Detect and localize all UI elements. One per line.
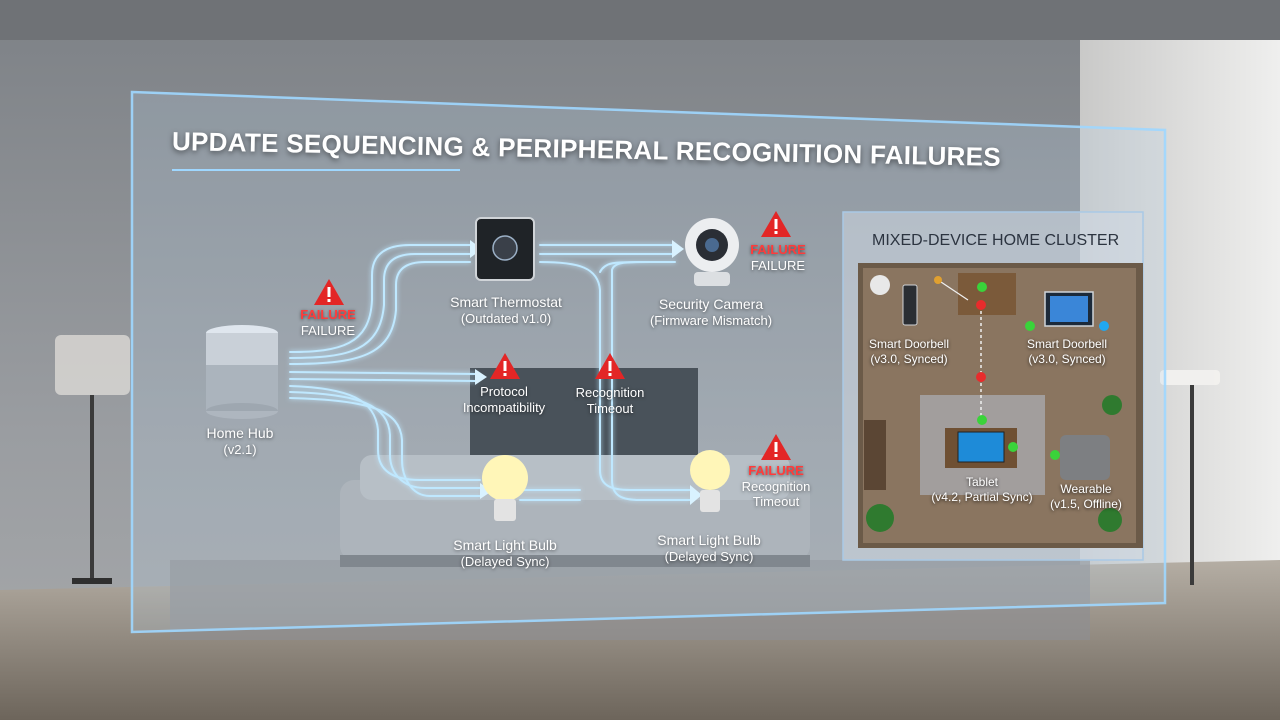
alert-line: Timeout bbox=[752, 494, 800, 510]
device-status: (v3.0, Synced) bbox=[870, 352, 948, 366]
device-name: Smart Doorbell bbox=[1026, 337, 1108, 351]
hub-failure-alert: FAILURE FAILURE bbox=[292, 307, 364, 338]
recognition-timeout-alert: Recognition Timeout bbox=[562, 385, 658, 416]
failure-label: FAILURE bbox=[300, 322, 356, 338]
failure-label: FAILURE bbox=[300, 307, 356, 322]
bulb-left-label: Smart Light Bulb (Delayed Sync) bbox=[438, 537, 572, 569]
tablet-label: Tablet (v4.2, Partial Sync) bbox=[922, 475, 1042, 505]
alert-line: Recognition bbox=[741, 478, 811, 494]
device-name: Tablet bbox=[965, 475, 999, 489]
device-name: Smart Light Bulb bbox=[453, 537, 557, 553]
protocol-alert: Protocol Incompatibility bbox=[452, 384, 556, 415]
warning-icon bbox=[595, 353, 625, 379]
device-name: Smart Thermostat bbox=[450, 294, 562, 310]
device-status: (Outdated v1.0) bbox=[460, 310, 552, 326]
device-status: (Firmware Mismatch) bbox=[649, 312, 773, 328]
camera-label: Security Camera (Firmware Mismatch) bbox=[636, 296, 786, 328]
device-status: (Delayed Sync) bbox=[664, 548, 754, 564]
device-name: Smart Doorbell bbox=[868, 337, 950, 351]
device-name: Smart Light Bulb bbox=[657, 532, 761, 548]
warning-icon bbox=[761, 434, 791, 460]
device-status: (Delayed Sync) bbox=[460, 553, 550, 569]
thermostat-label: Smart Thermostat (Outdated v1.0) bbox=[432, 294, 580, 326]
alert-line: Incompatibility bbox=[462, 399, 546, 415]
wearable-label: Wearable (v1.5, Offline) bbox=[1040, 482, 1132, 512]
failure-label: FAILURE bbox=[750, 242, 806, 257]
device-name: Security Camera bbox=[658, 296, 764, 312]
failure-label: FAILURE bbox=[748, 463, 804, 478]
warning-icon bbox=[490, 353, 520, 379]
device-version: (v2.1) bbox=[223, 441, 257, 457]
home-hub-label: Home Hub (v2.1) bbox=[188, 425, 292, 457]
alert-line: Timeout bbox=[586, 400, 634, 416]
device-status: (v3.0, Synced) bbox=[1028, 352, 1106, 366]
device-status: (v4.2, Partial Sync) bbox=[931, 490, 1033, 504]
device-status: (v1.5, Offline) bbox=[1050, 497, 1122, 511]
home-hub-device bbox=[206, 325, 278, 419]
device-name: Home Hub bbox=[206, 425, 274, 441]
cluster-title: MIXED-DEVICE HOME CLUSTER bbox=[872, 232, 1120, 249]
warning-icon bbox=[314, 279, 344, 305]
device-name: Wearable bbox=[1060, 482, 1112, 496]
bulb-right-label: Smart Light Bulb (Delayed Sync) bbox=[642, 532, 776, 564]
alert-line: Recognition bbox=[575, 385, 645, 400]
bulb-failure-alert: FAILURE Recognition Timeout bbox=[734, 463, 818, 510]
alert-line: Protocol bbox=[480, 384, 528, 399]
failure-label: FAILURE bbox=[750, 257, 806, 273]
doorbell-left-label: Smart Doorbell (v3.0, Synced) bbox=[856, 337, 962, 367]
warning-icon bbox=[761, 211, 791, 237]
doorbell-right-label: Smart Doorbell (v3.0, Synced) bbox=[1014, 337, 1120, 367]
camera-failure-alert: FAILURE FAILURE bbox=[742, 242, 814, 273]
